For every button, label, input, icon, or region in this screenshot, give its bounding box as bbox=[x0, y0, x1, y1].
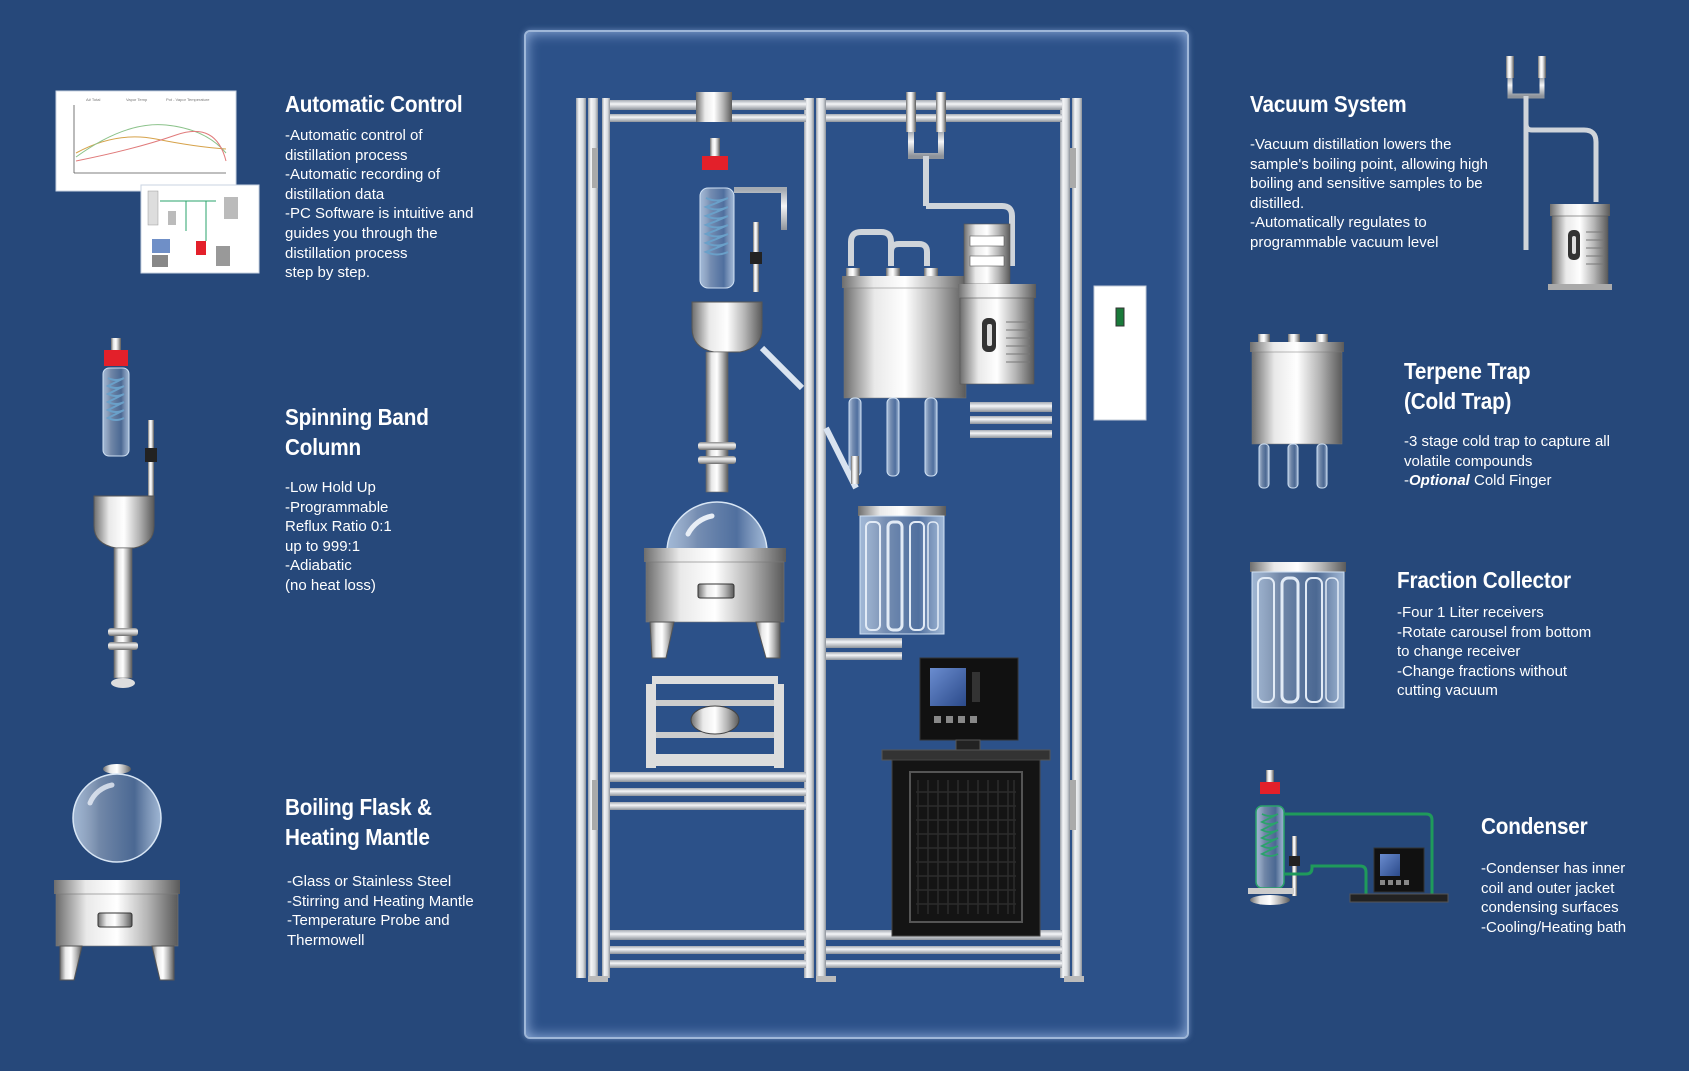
vacuum-pump-icon bbox=[1506, 56, 1612, 290]
fraction-collector-title: Fraction Collector bbox=[1397, 567, 1571, 593]
distillation-system-panel bbox=[524, 30, 1189, 1039]
spinning-band-section: Spinning Band Column -Low Hold Up -Progr… bbox=[285, 402, 445, 596]
boiling-flask-icon bbox=[54, 764, 180, 981]
vacuum-system-section: Vacuum System -Vacuum distillation lower… bbox=[1250, 89, 1488, 253]
fraction-collector-description: -Four 1 Liter receivers -Rotate carousel… bbox=[1397, 604, 1592, 700]
spinning-band-column-icon bbox=[93, 338, 157, 688]
condenser-title: Condenser bbox=[1481, 813, 1588, 839]
terpene-trap-section: Terpene Trap (Cold Trap) -3 stage cold t… bbox=[1404, 356, 1610, 491]
automatic-control-description: -Automatic control of distillation proce… bbox=[285, 127, 474, 282]
boiling-flask-title: Boiling Flask & Heating Mantle bbox=[285, 794, 432, 850]
boiling-flask-description: -Glass or Stainless Steel -Stirring and … bbox=[287, 873, 474, 949]
condenser-description: -Condenser has inner coil and outer jack… bbox=[1481, 860, 1627, 936]
condenser-section: Condenser -Condenser has inner coil and … bbox=[1481, 811, 1626, 937]
automatic-control-title: Automatic Control bbox=[285, 91, 463, 117]
svg-text:A# Total: A# Total bbox=[86, 97, 100, 102]
automatic-control-section: Automatic Control -Automatic control of … bbox=[285, 89, 482, 283]
distillation-system-illustration bbox=[576, 92, 1147, 982]
terpene-trap-title: Terpene Trap (Cold Trap) bbox=[1404, 358, 1531, 414]
boiling-flask-section: Boiling Flask & Heating Mantle -Glass or… bbox=[285, 792, 474, 950]
fraction-collector-icon bbox=[1250, 562, 1346, 709]
svg-text:Vapor Temp: Vapor Temp bbox=[126, 97, 148, 102]
fraction-collector-section: Fraction Collector -Four 1 Liter receive… bbox=[1397, 565, 1591, 701]
cold-trap-icon bbox=[1250, 334, 1344, 489]
terpene-trap-description: -3 stage cold trap to capture all volati… bbox=[1404, 433, 1610, 490]
vacuum-system-description: -Vacuum distillation lowers the sample's… bbox=[1250, 136, 1489, 251]
svg-text:Pot - Vapor Temperature: Pot - Vapor Temperature bbox=[166, 97, 210, 102]
spinning-band-description: -Low Hold Up -Programmable Reflux Ratio … bbox=[285, 479, 392, 594]
spinning-band-title: Spinning Band Column bbox=[285, 404, 429, 460]
software-screenshot-icon: A# Total Vapor Temp Pot - Vapor Temperatur… bbox=[55, 90, 260, 274]
vacuum-system-title: Vacuum System bbox=[1250, 91, 1407, 117]
condenser-icon bbox=[1248, 770, 1449, 905]
